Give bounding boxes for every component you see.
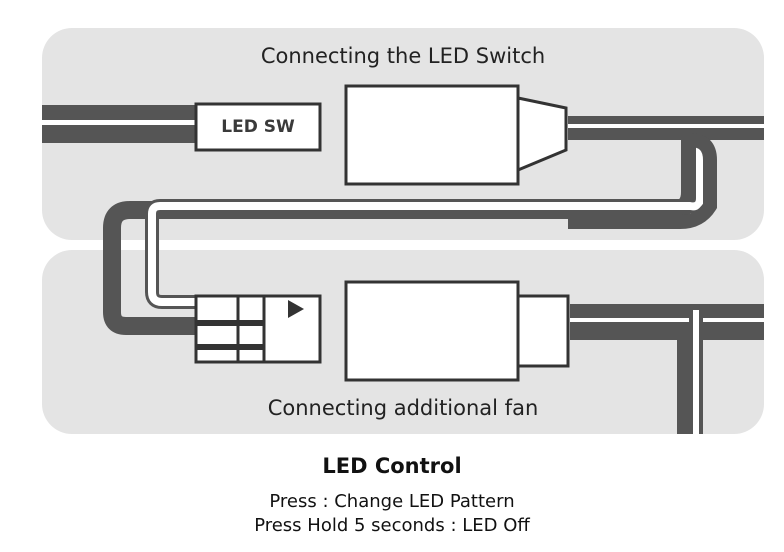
caption-title: LED Control — [322, 454, 462, 478]
switch-to-connector-cable — [103, 118, 707, 335]
bottom-plug — [344, 280, 570, 382]
caption-line-2: Press Hold 5 seconds : LED Off — [254, 515, 530, 536]
led-switch-label: LED SW — [221, 117, 295, 137]
top-panel-title: Connecting the LED Switch — [260, 44, 546, 68]
switch-input-cable — [42, 105, 198, 143]
right-pointing-triangle-icon — [288, 300, 304, 318]
led-switch-box — [194, 102, 322, 152]
caption-line-1: Press : Change LED Pattern — [269, 491, 515, 512]
bottom-output-cable — [570, 304, 764, 434]
top-output-cable — [568, 116, 764, 229]
bottom-panel-title: Connecting additional fan — [267, 396, 539, 420]
top-plug — [344, 84, 568, 186]
fan-connector — [194, 294, 322, 364]
